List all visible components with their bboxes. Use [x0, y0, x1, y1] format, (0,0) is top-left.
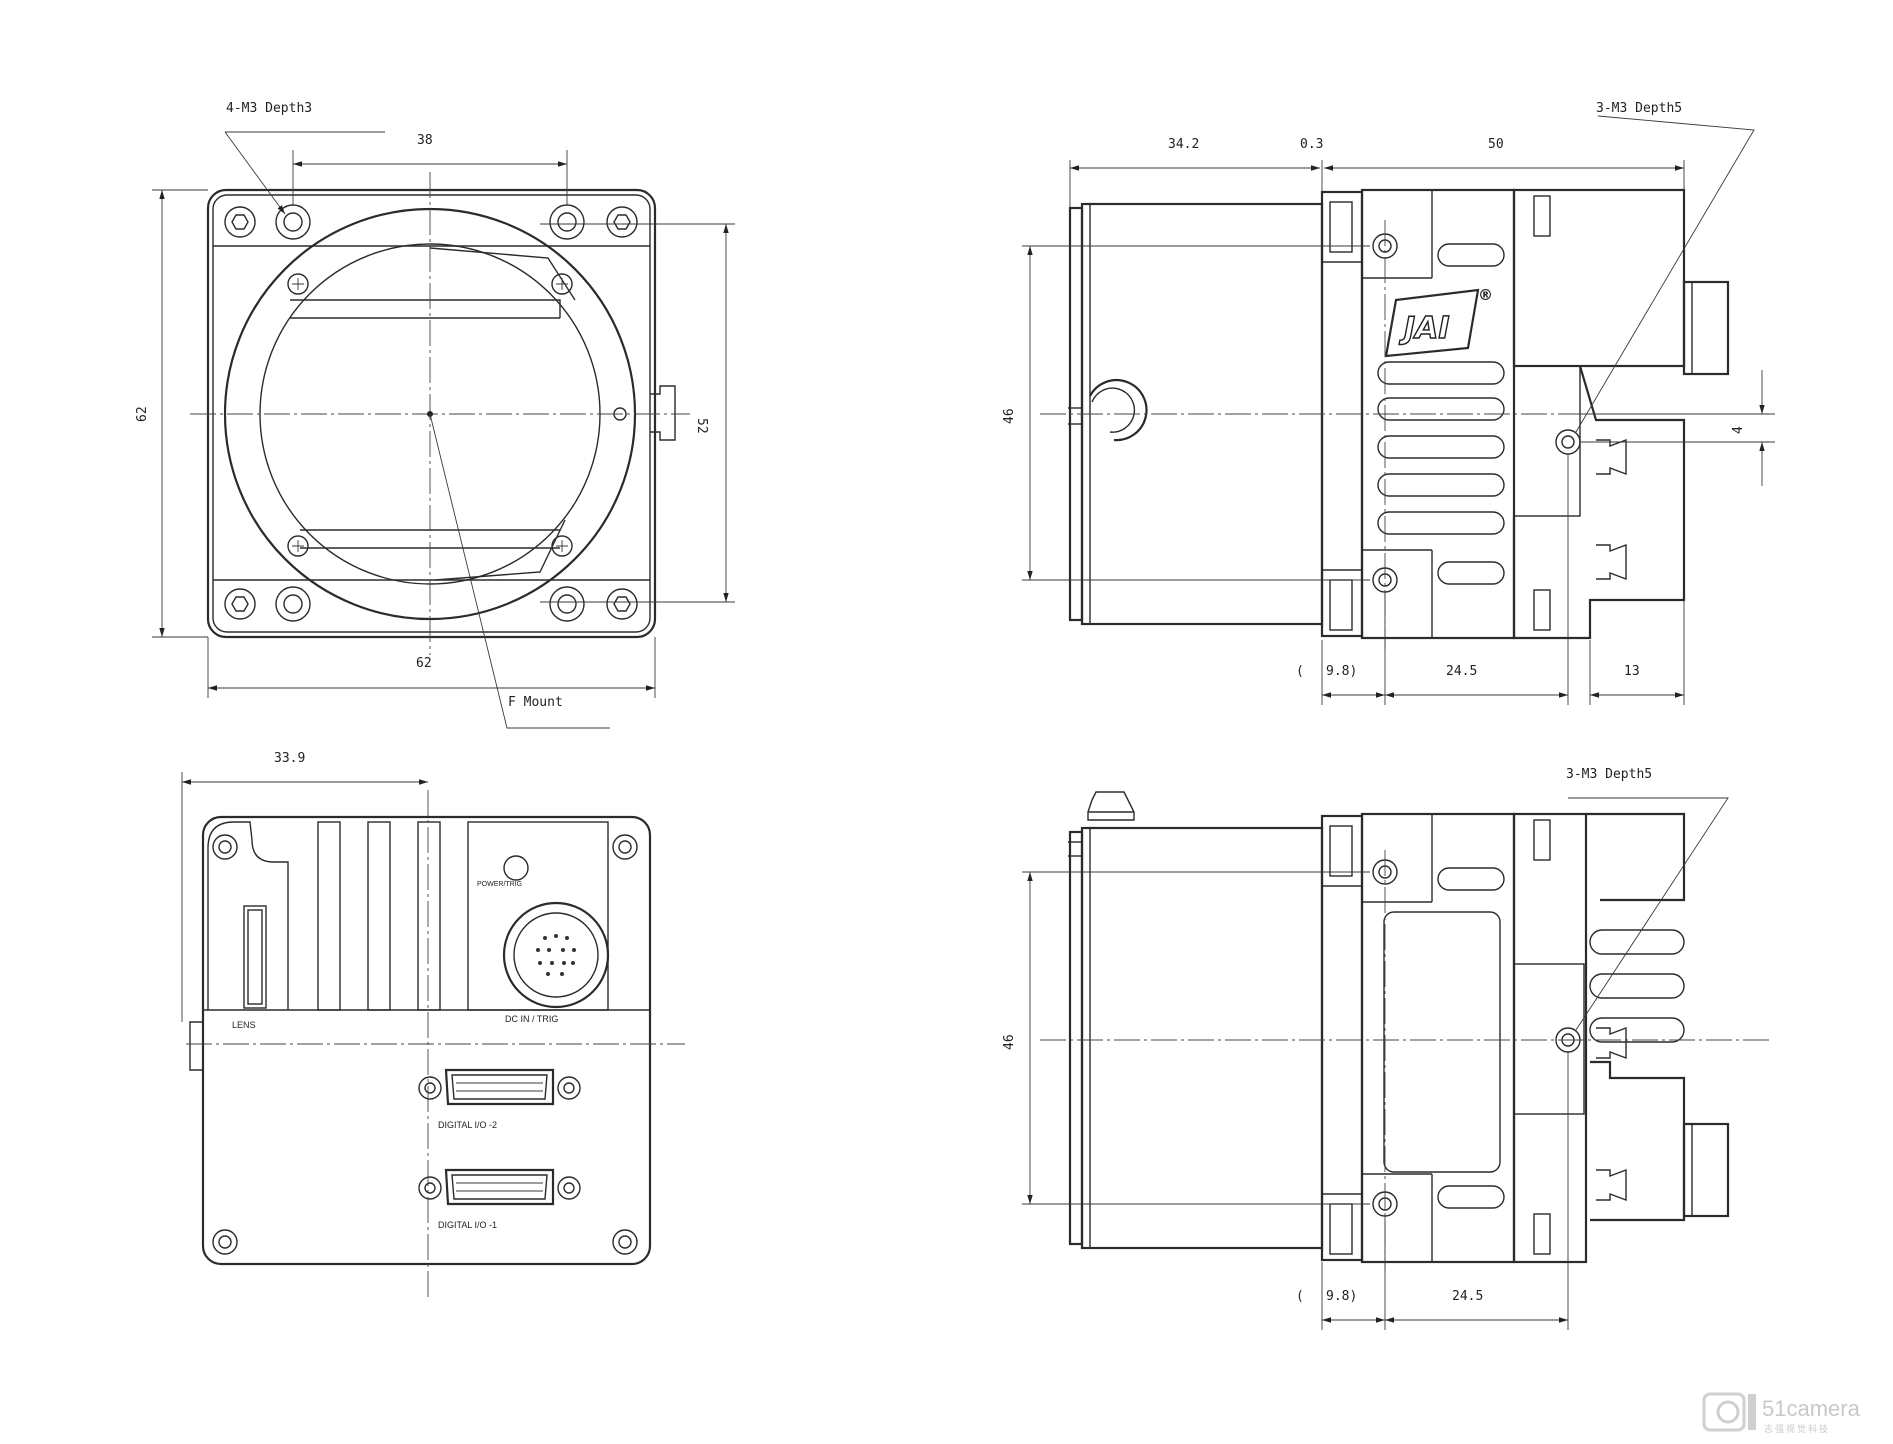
power-label: POWER/TRIG: [477, 881, 522, 888]
mount-screw-icon: [287, 273, 573, 557]
lens-label: LENS: [232, 1020, 256, 1030]
svg-text:®: ®: [1478, 286, 1493, 304]
dim-side-bottom-height: 46: [1002, 1034, 1017, 1050]
dim-rear-offset: 33.9: [274, 751, 305, 766]
dim-hole-pitch: 38: [417, 133, 433, 148]
label-plate: [1383, 911, 1501, 1173]
watermark-brand: 51camera: [1762, 1396, 1861, 1421]
dim-ref-paren: (: [1296, 664, 1304, 679]
dio2-label: DIGITAL I/O -2: [438, 1120, 497, 1130]
dio1-label: DIGITAL I/O -1: [438, 1220, 497, 1230]
dim-ref-bottom: 9.8): [1326, 1289, 1357, 1304]
side-bottom-tapped-hole-icon: [1372, 859, 1581, 1217]
rear-view: 33.9 LENS POWER/TRIG DC IN / TRIG DIGITA…: [181, 751, 685, 1300]
side-top-hole-callout: 3-M3 Depth5: [1596, 101, 1682, 116]
jai-logo: JAI ®: [1384, 286, 1493, 358]
dc-in-label: DC IN / TRIG: [505, 1014, 558, 1024]
watermark-tagline: 志强视觉科技: [1764, 1423, 1830, 1435]
digital-io-1-connector: [418, 1168, 581, 1206]
front-body-outline: [206, 188, 657, 639]
dim-mount-length: 34.2: [1168, 137, 1199, 152]
dim-gap: 0.3: [1300, 137, 1323, 152]
rear-body-outline: [201, 815, 652, 1266]
dim-offset-4: 4: [1731, 426, 1746, 434]
dim-front-inner-height: 52: [694, 418, 709, 434]
front-view: 4-M3 Depth3 38 62 52 62 F Mount: [135, 101, 735, 729]
side-tapped-hole-icon: [1372, 233, 1581, 593]
svg-text:JAI: JAI: [1399, 311, 1450, 346]
dim-ref-paren-bottom: (: [1296, 1289, 1304, 1304]
dim-ref: 9.8): [1326, 664, 1357, 679]
side-view-bottom: 3-M3 Depth5 46 ( 9.8) 24.5: [1002, 767, 1770, 1330]
camera-logo-icon: [1702, 1392, 1756, 1432]
watermark: 51camera 志强视觉科技: [1702, 1392, 1861, 1435]
mount-callout: F Mount: [508, 695, 563, 710]
side-view-top: JAI ®: [1002, 101, 1775, 705]
cooling-fin: [1377, 361, 1505, 535]
dim-side-top-height: 46: [1002, 408, 1017, 424]
corner-screw-icon: [224, 206, 638, 620]
dim-front-height: 62: [135, 406, 150, 422]
front-hole-callout: 4-M3 Depth3: [226, 101, 312, 116]
rear-corner-screw-icon: [212, 834, 638, 1255]
side-bottom-hole-callout: 3-M3 Depth5: [1566, 767, 1652, 782]
dim-front-width: 62: [416, 656, 432, 671]
dc-in-connector: [502, 901, 610, 1009]
dim-body-length: 50: [1488, 137, 1504, 152]
digital-io-2-connector: [418, 1068, 581, 1106]
dim-connector: 13: [1624, 664, 1640, 679]
dim-hole-spacing-bottom: 24.5: [1452, 1289, 1483, 1304]
dim-hole-spacing: 24.5: [1446, 664, 1477, 679]
